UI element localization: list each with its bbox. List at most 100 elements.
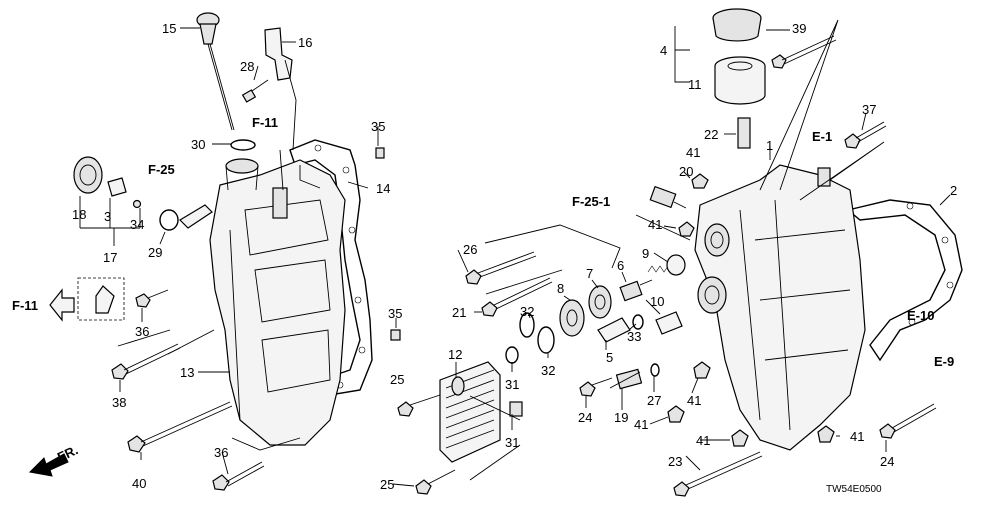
callout-25b: 25 [380,477,394,492]
bolt-23 [673,451,763,497]
transmission-case-gasket [846,199,963,362]
plug-41c [693,361,711,379]
oil-cooler-12 [439,361,501,463]
callout-34: 34 [130,217,144,232]
dipstick-bracket [264,27,297,151]
callout-24a: 24 [578,410,592,425]
callout-32a: 32 [520,304,534,319]
transmission-case [694,164,866,451]
callout-8: 8 [557,281,564,296]
cap-assembly [73,156,142,209]
gear-7 [588,285,612,319]
callout-21: 21 [452,305,466,320]
callout-20: 20 [679,164,693,179]
bolt-28 [241,79,269,103]
callout-5: 5 [606,350,613,365]
o-ring-32b [537,326,555,354]
callout-4: 4 [660,43,667,58]
bolt-21 [481,277,553,317]
callout-28: 28 [240,59,254,74]
callout-11: 11 [688,77,702,92]
transmission-side-cover [209,149,346,446]
callout-41d: 41 [634,417,648,432]
ref-e1: E-1 [812,129,832,144]
callout-13: 13 [180,365,194,380]
callout-1: 1 [766,138,773,153]
ref-f25-1: F-25-1 [572,194,610,209]
gear-8 [559,299,585,337]
ref-f11-top: F-11 [252,115,278,130]
bolt-25b [415,469,456,495]
callout-29: 29 [148,245,162,260]
o-ring-31a [505,346,519,364]
callout-25a: 25 [390,372,404,387]
spring-9 [647,254,686,276]
bolt-25a [397,394,441,417]
front-direction-arrow: FR. [28,442,80,477]
o-ring-29 [159,209,179,231]
callout-9: 9 [642,246,649,261]
callout-41f: 41 [850,429,864,444]
plug-41e [731,429,749,447]
bolt-24b [879,403,937,439]
callout-32b: 32 [541,363,555,378]
callout-24b: 24 [880,454,894,469]
callout-18: 18 [72,207,86,222]
callout-17: 17 [103,250,117,265]
callout-33: 33 [627,329,641,344]
o-ring-32a [519,312,535,338]
callout-41c: 41 [687,393,701,408]
ref-e10: E-10 [907,308,934,323]
bolt-40 [127,401,233,453]
callout-41a: 41 [686,145,700,160]
callout-38: 38 [112,395,126,410]
callout-35b: 35 [388,306,402,321]
bolt-36a [135,289,169,308]
callout-7: 7 [586,266,593,281]
shaft-5 [597,317,631,343]
washer-27 [650,363,660,377]
dowel-pin-35b [390,329,401,341]
callout-23: 23 [668,454,682,469]
bolt-39 [771,35,837,69]
oil-filter-cap-4 [712,8,762,42]
callout-27: 27 [647,393,661,408]
callout-19: 19 [614,410,628,425]
callout-41b: 41 [648,217,662,232]
pipe-fitting [179,204,213,229]
callout-30: 30 [191,137,205,152]
bolt-37 [844,121,887,149]
callout-2: 2 [950,183,957,198]
callout-36a: 36 [135,324,149,339]
bolt-24a [579,377,613,397]
oil-dipstick [196,12,256,151]
f11-reference-box [49,277,125,322]
oil-filter-11 [714,56,766,105]
switch-20 [649,185,687,209]
leader-lines [79,19,951,487]
ref-f25: F-25 [148,162,175,177]
callout-12: 12 [448,347,462,362]
diagram-code: TW54E0500 [826,484,882,495]
dowel-pin-35a [375,147,385,159]
ring-33 [632,314,644,330]
filter-nipple-22 [737,117,751,149]
plug-41b [678,221,695,237]
callout-15: 15 [162,21,176,36]
callout-10: 10 [650,294,664,309]
callout-6: 6 [617,258,624,273]
callout-36b: 36 [214,445,228,460]
callout-22: 22 [704,127,718,142]
ref-f11-left: F-11 [12,298,38,313]
callout-39: 39 [792,21,806,36]
bolt-26 [465,251,537,285]
ref-e9: E-9 [934,354,954,369]
callout-37: 37 [862,102,876,117]
plug-41d [667,405,685,423]
callout-31a: 31 [505,377,519,392]
sensor-19 [615,368,643,400]
seal-31b [509,401,523,417]
sleeve-10 [655,311,683,335]
callout-3: 3 [104,209,111,224]
callout-14: 14 [376,181,390,196]
